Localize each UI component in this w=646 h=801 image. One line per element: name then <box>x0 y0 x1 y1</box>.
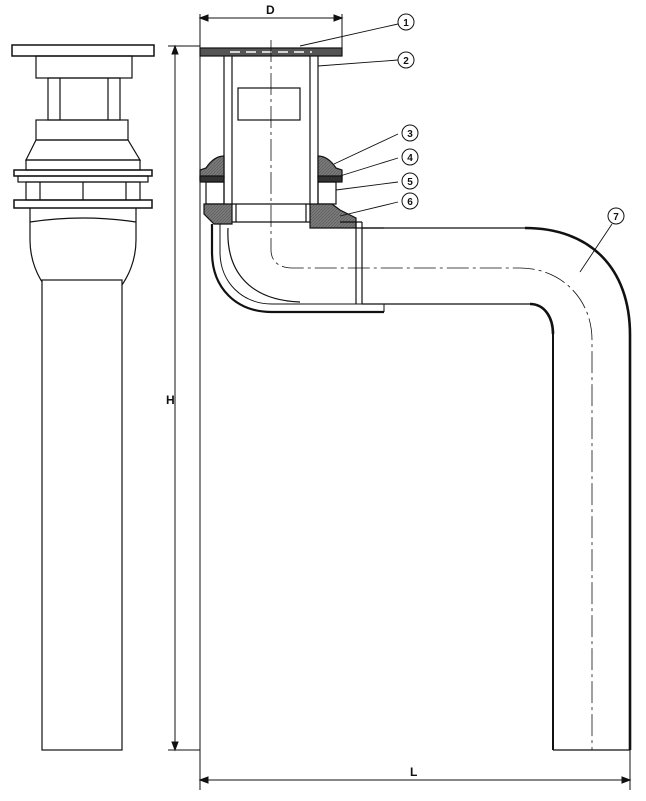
callout-leaders <box>299 23 613 273</box>
svg-text:4: 4 <box>407 153 413 164</box>
svg-text:3: 3 <box>407 129 413 140</box>
dimension-lines <box>168 14 632 790</box>
centerlines <box>270 40 593 750</box>
body-flange-left <box>203 203 233 225</box>
elbow-casing-outer <box>210 224 384 314</box>
svg-text:5: 5 <box>407 177 413 188</box>
side-view-top-flange <box>11 44 155 57</box>
side-view-ring-1 <box>13 169 153 177</box>
side-view-pipe <box>41 279 123 751</box>
side-view-collar <box>35 119 129 141</box>
svg-text:7: 7 <box>613 212 619 223</box>
callout-3: 3 <box>401 124 419 142</box>
side-view-ring-2 <box>17 175 149 183</box>
callout-1: 1 <box>397 13 415 31</box>
svg-text:2: 2 <box>403 56 409 67</box>
pipe-bend-outer <box>524 226 632 336</box>
svg-text:1: 1 <box>403 18 409 29</box>
callout-4: 4 <box>401 148 419 166</box>
dimension-h-label: H <box>166 393 175 407</box>
callout-5: 5 <box>401 172 419 190</box>
side-view <box>11 44 155 751</box>
side-view-body <box>47 77 121 121</box>
side-view-cap <box>35 55 133 79</box>
side-view-ring-3 <box>13 199 153 209</box>
body-flange-right <box>309 203 357 229</box>
section-view <box>199 40 632 751</box>
callout-2: 2 <box>397 51 415 69</box>
side-view-shoulder <box>25 139 142 161</box>
elbow-inner <box>227 227 301 303</box>
svg-text:6: 6 <box>407 197 413 208</box>
dimension-l-label: L <box>410 765 417 779</box>
callout-6: 6 <box>401 192 419 210</box>
body-window <box>237 87 301 121</box>
callout-7: 7 <box>607 207 625 225</box>
dimension-d-label: D <box>266 3 275 17</box>
